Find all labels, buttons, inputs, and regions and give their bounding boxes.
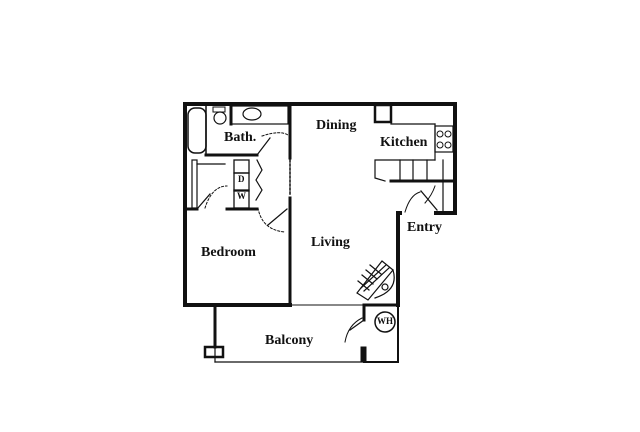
stove: [434, 125, 454, 153]
washer-label: W: [237, 191, 246, 201]
fridge: [373, 103, 393, 124]
balcony-post: [203, 345, 225, 359]
interior-walls: [183, 102, 457, 307]
room-label-bedroom: Bedroom: [201, 245, 256, 260]
room-label-bath: Bath.: [224, 130, 257, 145]
bathtub: [187, 107, 207, 154]
exterior-walls: [183, 102, 457, 307]
room-label-kitchen: Kitchen: [380, 135, 428, 150]
toilet: [213, 111, 227, 125]
room-label-dining: Dining: [316, 118, 357, 133]
room-label-balcony: Balcony: [265, 333, 314, 348]
washer: [233, 189, 250, 209]
room-label-living: Living: [311, 235, 350, 250]
water-heater: [374, 311, 396, 333]
fireplace: [356, 260, 395, 301]
room-label-entry: Entry: [407, 220, 442, 235]
water-heater-label: WH: [377, 316, 394, 326]
dryer-label: D: [238, 174, 245, 184]
vanity: [230, 105, 289, 125]
sink: [242, 107, 262, 121]
